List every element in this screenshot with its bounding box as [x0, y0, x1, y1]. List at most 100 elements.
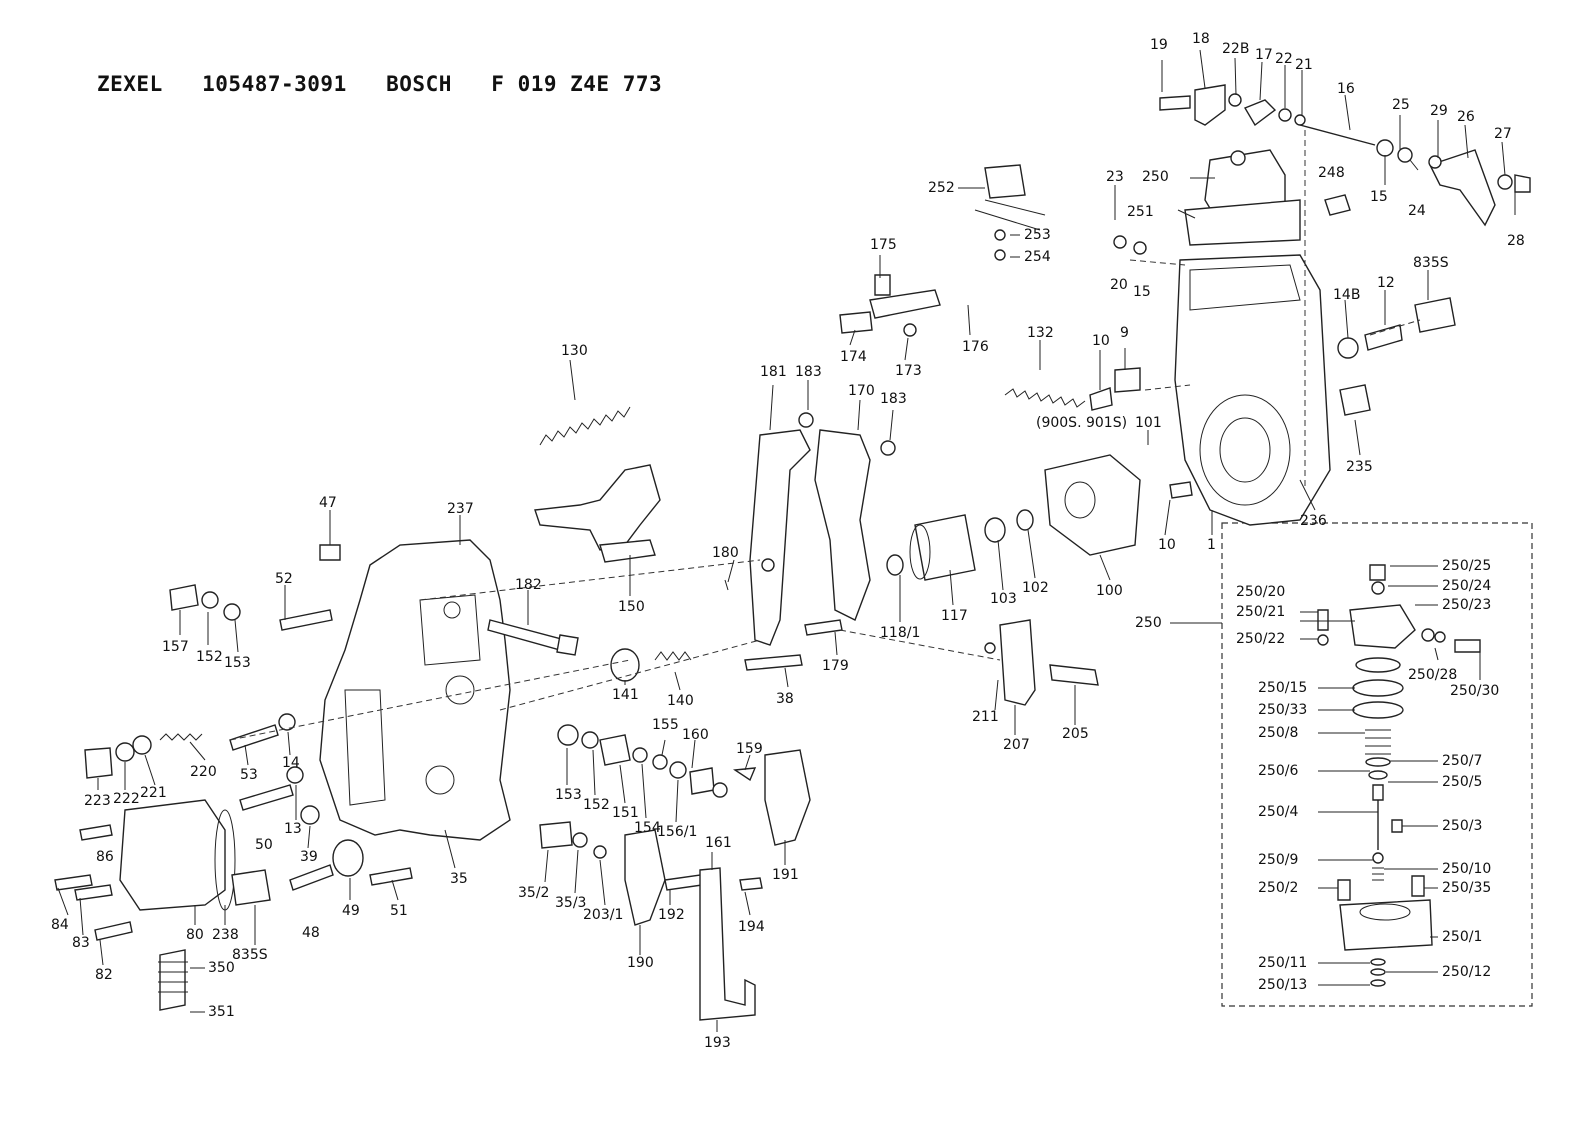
callout-18: 18: [1192, 31, 1210, 47]
detail-250-22: 250/22: [1236, 631, 1286, 647]
callout-35-2: 35/2: [518, 885, 550, 901]
callout-153-b: 153: [555, 787, 582, 803]
cover-80: [119, 799, 226, 911]
callout-223: 223: [84, 793, 111, 809]
bracket-191: [764, 749, 811, 846]
callout-20: 20: [1110, 277, 1128, 293]
callout-27: 27: [1494, 126, 1512, 142]
callout-13: 13: [284, 821, 302, 837]
callout-179: 179: [822, 658, 849, 674]
callout-237: 237: [447, 501, 474, 517]
callout-350: 350: [208, 960, 235, 976]
callout-150: 150: [618, 599, 645, 615]
pump-body: [319, 539, 511, 841]
callout-22B: 22B: [1222, 41, 1250, 57]
callout-21: 21: [1295, 57, 1313, 73]
callout-23: 23: [1106, 169, 1124, 185]
callout-101: 101: [1135, 415, 1162, 431]
detail-250-2: 250/2: [1258, 880, 1299, 896]
callout-160: 160: [682, 727, 709, 743]
flyweight-assembly: [1044, 454, 1141, 556]
callout-182: 182: [515, 577, 542, 593]
detail-250-25: 250/25: [1442, 558, 1492, 574]
diagram-title: ZEXEL 105487-3091 BOSCH F 019 Z4E 773: [97, 72, 663, 96]
bracket-193: [699, 867, 756, 1021]
callout-35: 35: [450, 871, 468, 887]
callout-130: 130: [561, 343, 588, 359]
callout-193: 193: [704, 1035, 731, 1051]
callout-175: 175: [870, 237, 897, 253]
callout-221: 221: [140, 785, 167, 801]
callout-39: 39: [300, 849, 318, 865]
callout-15-b: 15: [1133, 284, 1151, 300]
detail-250-33: 250/33: [1258, 702, 1308, 718]
detail-250-35: 250/35: [1442, 880, 1492, 896]
callout-250-top: 250: [1142, 169, 1169, 185]
callout-173: 173: [895, 363, 922, 379]
callout-154: 154: [634, 820, 661, 836]
callout-118-1: 118/1: [880, 625, 921, 641]
callout-82: 82: [95, 967, 113, 983]
detail-callout-250: 250: [1135, 615, 1162, 631]
callout-248: 248: [1318, 165, 1345, 181]
callout-900S-901S: (900S. 901S): [1036, 415, 1128, 431]
callout-102: 102: [1022, 580, 1049, 596]
detail-250-30: 250/30: [1450, 683, 1500, 699]
pump-housing: [1174, 254, 1331, 526]
detail-250-24: 250/24: [1442, 578, 1492, 594]
callout-254: 254: [1024, 249, 1051, 265]
callout-253: 253: [1024, 227, 1051, 243]
detail-250-5: 250/5: [1442, 774, 1483, 790]
callout-48: 48: [302, 925, 320, 941]
callout-26: 26: [1457, 109, 1475, 125]
callout-252: 252: [928, 180, 955, 196]
detail-250-23: 250/23: [1442, 597, 1492, 613]
detail-250-12: 250/12: [1442, 964, 1492, 980]
callout-155: 155: [652, 717, 679, 733]
callout-84: 84: [51, 917, 69, 933]
callout-35-3: 35/3: [555, 895, 587, 911]
detail-250-28: 250/28: [1408, 667, 1458, 683]
callout-159: 159: [736, 741, 763, 757]
detail-250-4: 250/4: [1258, 804, 1299, 820]
callout-835S-top: 835S: [1413, 255, 1449, 271]
callout-238: 238: [212, 927, 239, 943]
callout-180: 180: [712, 545, 739, 561]
callout-12: 12: [1377, 275, 1395, 291]
callout-15: 15: [1370, 189, 1388, 205]
callout-152-a: 152: [196, 649, 223, 665]
callout-29: 29: [1430, 103, 1448, 119]
callout-191: 191: [772, 867, 799, 883]
callout-205: 205: [1062, 726, 1089, 742]
callout-211: 211: [972, 709, 999, 725]
callout-16: 16: [1337, 81, 1355, 97]
detail-250-13: 250/13: [1258, 977, 1308, 993]
callout-190: 190: [627, 955, 654, 971]
callout-156-1: 156/1: [657, 824, 698, 840]
detail-250-3: 250/3: [1442, 818, 1483, 834]
callout-19: 19: [1150, 37, 1168, 53]
callout-100: 100: [1096, 583, 1123, 599]
callout-181: 181: [760, 364, 787, 380]
detail-250-20: 250/20: [1236, 584, 1286, 600]
detail-250-7: 250/7: [1442, 753, 1483, 769]
callout-28: 28: [1507, 233, 1525, 249]
callout-194: 194: [738, 919, 765, 935]
callout-1: 1: [1207, 537, 1216, 553]
callout-153-a: 153: [224, 655, 251, 671]
callout-220: 220: [190, 764, 217, 780]
callout-235: 235: [1346, 459, 1373, 475]
callout-170: 170: [848, 383, 875, 399]
callout-151: 151: [612, 805, 639, 821]
callout-351: 351: [208, 1004, 235, 1020]
detail-250-11: 250/11: [1258, 955, 1308, 971]
callout-51: 51: [390, 903, 408, 919]
callout-835S-bottom: 835S: [232, 947, 268, 963]
callout-152-b: 152: [583, 797, 610, 813]
plate-207: [999, 619, 1036, 706]
callout-14B: 14B: [1333, 287, 1361, 303]
callout-14: 14: [282, 755, 300, 771]
callout-10-bottom: 10: [1158, 537, 1176, 553]
